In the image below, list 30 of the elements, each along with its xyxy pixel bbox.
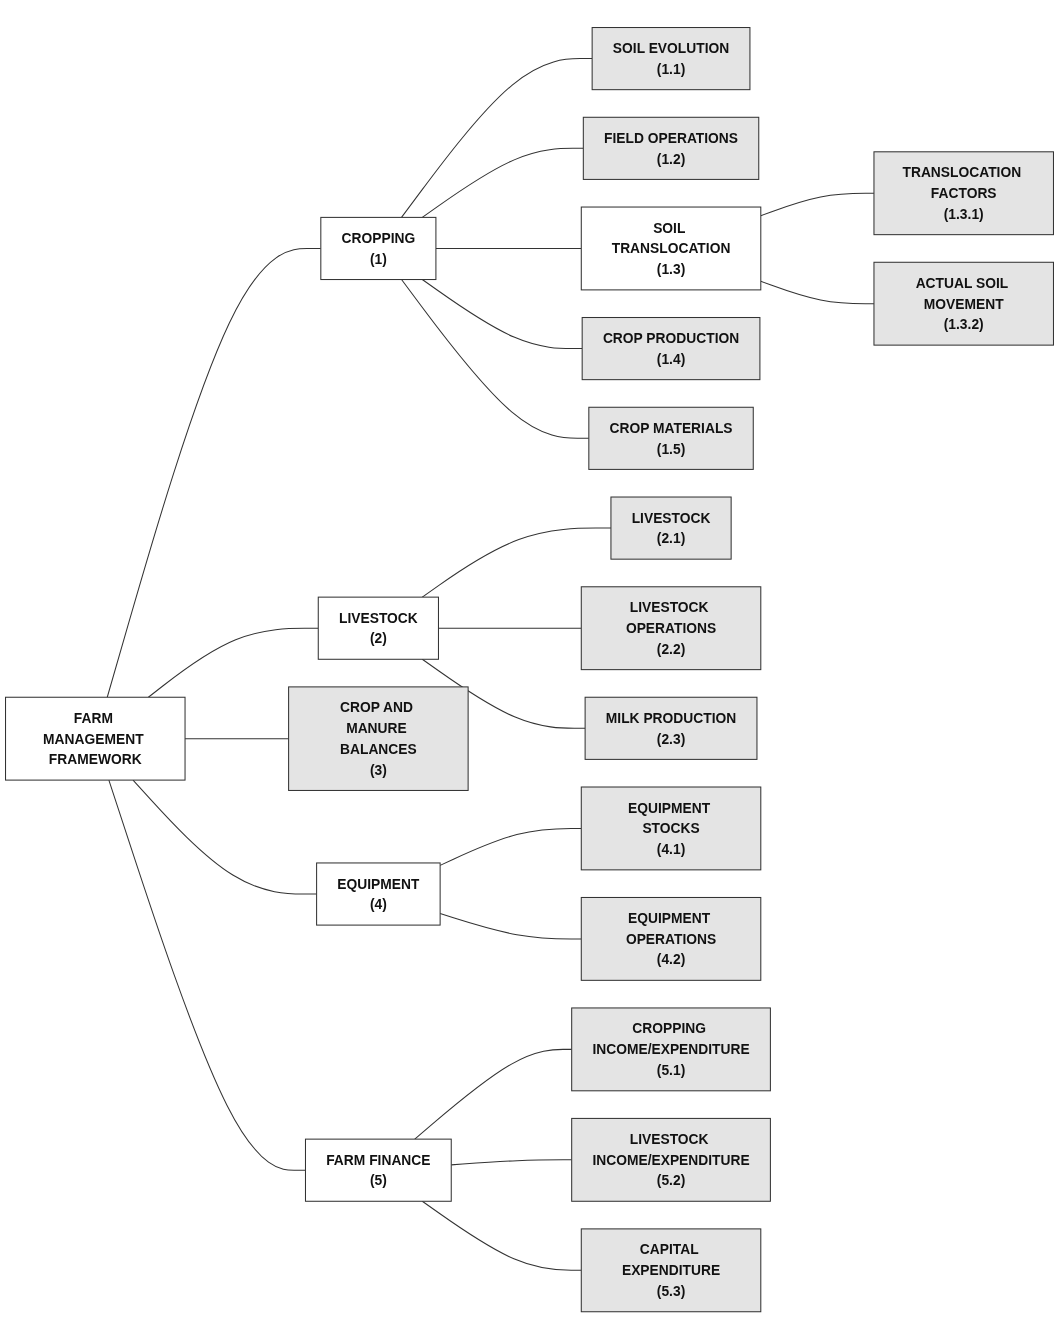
connector (421, 1201, 582, 1272)
node-box: CROP AND MANURE BALANCES (3) (288, 686, 469, 792)
node-box: CROPPING (1) (320, 217, 437, 281)
node-box: FARM MANAGEMENT FRAMEWORK (5, 697, 186, 781)
node-box: CROP PRODUCTION (1.4) (581, 317, 761, 381)
node-box: TRANSLOCATION FACTORS (1.3.1) (873, 151, 1054, 236)
node-box: CAPITAL EXPENDITURE (5.3) (580, 1228, 762, 1313)
connector (435, 248, 582, 250)
node-box: MILK PRODUCTION (2.3) (584, 697, 758, 761)
connector (401, 58, 593, 219)
node-box: CROP MATERIALS (1.5) (588, 407, 754, 471)
connector (421, 148, 584, 219)
connector (147, 628, 319, 699)
connector (421, 279, 583, 350)
node-box: SOIL TRANSLOCATION (1.3) (580, 206, 762, 291)
node-box: SOIL EVOLUTION (1.1) (591, 27, 751, 91)
node-box: LIVESTOCK (2.1) (610, 496, 732, 561)
node-box: ACTUAL SOIL MOVEMENT (1.3.2) (873, 262, 1054, 346)
node-box: CROPPING INCOME/EXPENDITURE (5.1) (571, 1007, 771, 1092)
connector (421, 659, 586, 730)
node-box: LIVESTOCK INCOME/EXPENDITURE (5.2) (571, 1118, 771, 1203)
node-box: EQUIPMENT STOCKS (4.1) (580, 786, 762, 871)
node-box: LIVESTOCK OPERATIONS (2.2) (580, 586, 762, 671)
node-box: LIVESTOCK (2) (317, 597, 439, 661)
connector (108, 779, 306, 1172)
node-box: EQUIPMENT (4) (316, 862, 441, 926)
node-box: EQUIPMENT OPERATIONS (4.2) (580, 897, 762, 982)
node-box: FIELD OPERATIONS (1.2) (582, 117, 760, 181)
connector (439, 828, 582, 867)
node-box: FARM FINANCE (5) (304, 1138, 452, 1203)
